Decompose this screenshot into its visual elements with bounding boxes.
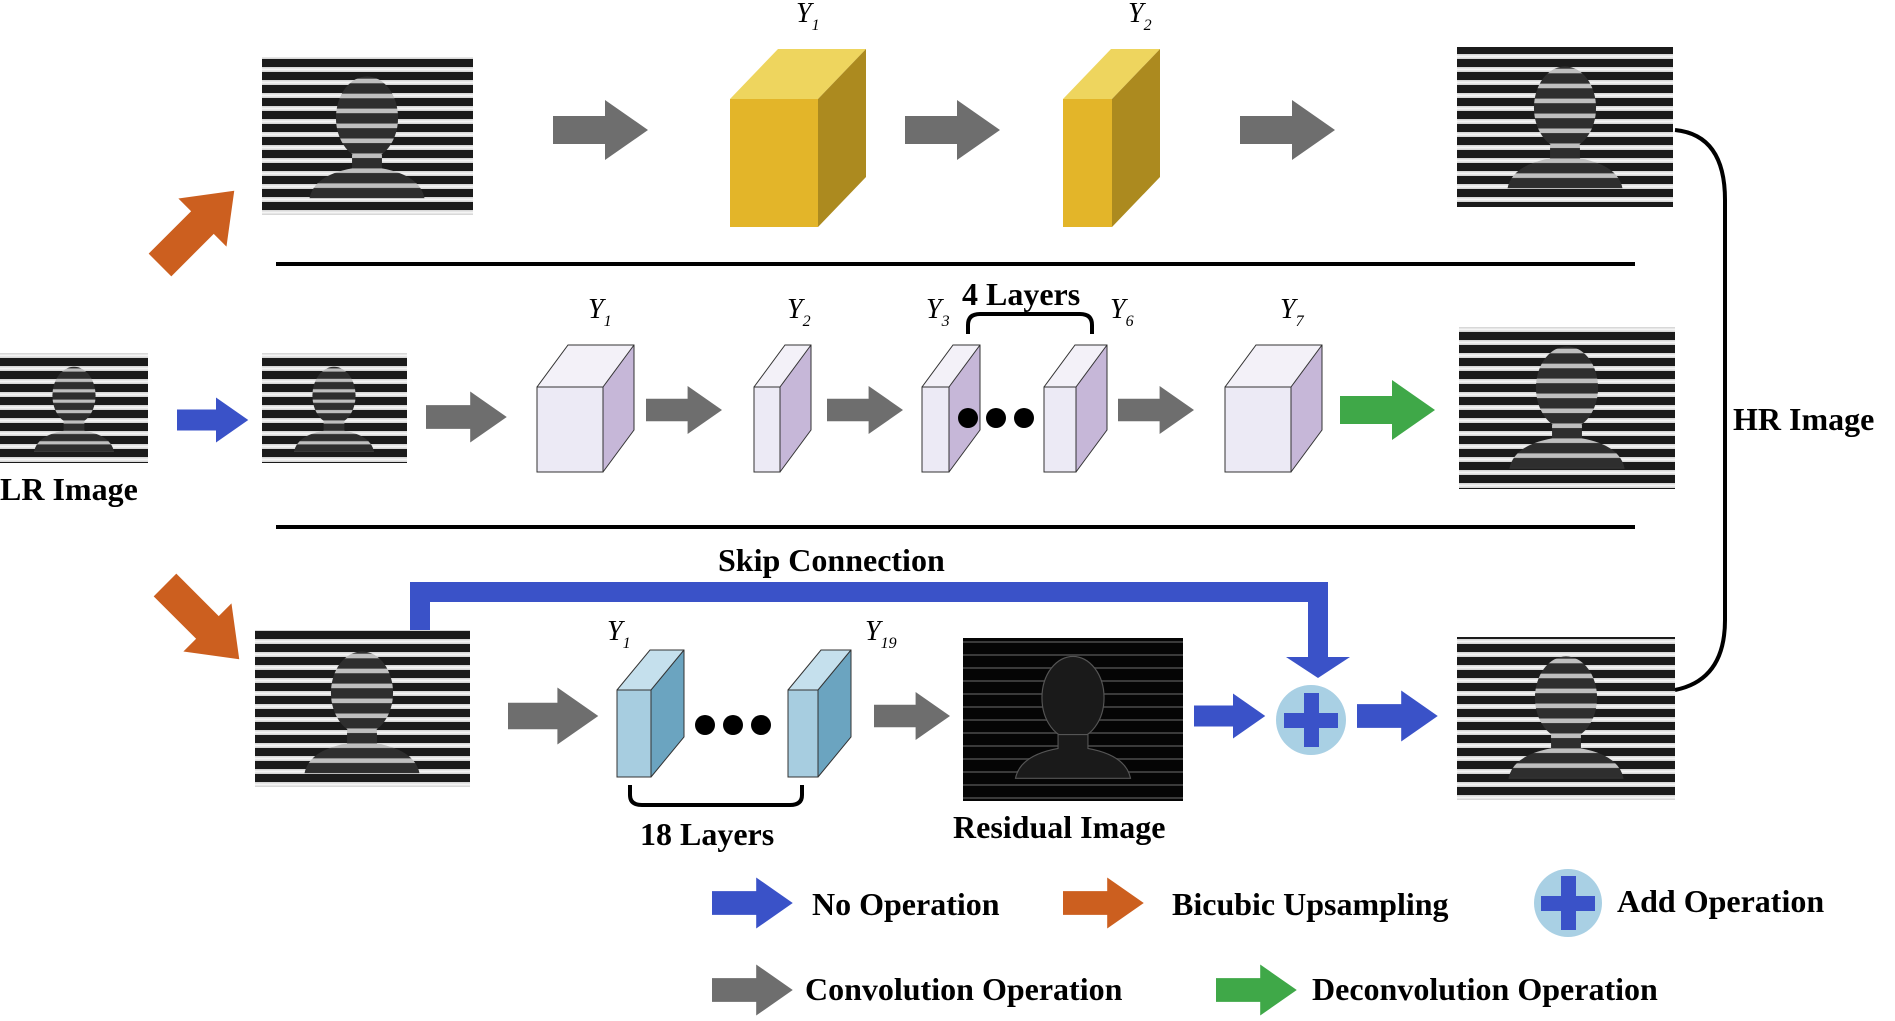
top-conv-arrow-2 [905,100,1000,160]
middle-conv-arrow-4 [1118,386,1194,434]
middle-conv-arrow-3 [827,386,903,434]
middle-no-op-arrow [177,397,249,443]
bottom-feature-block-1 [616,649,685,778]
legend-deconvolution-label: Deconvolution Operation [1312,971,1658,1007]
hr-image-label: HR Image [1733,401,1874,437]
middle-label-y3: Y3 [926,294,950,330]
top-conv-arrow-3 [1240,100,1335,160]
bottom-label-y19: Y19 [865,616,897,652]
middle-output-image [1459,327,1675,489]
bicubic-arrow-up [135,166,259,290]
legend-bicubic-arrow [1063,877,1144,929]
bottom-feature-block-2 [787,649,852,778]
middle-feature-block-4 [1043,344,1108,473]
legend-bicubic-label: Bicubic Upsampling [1172,886,1449,922]
legend-no-operation-label: No Operation [812,886,1000,922]
bicubic-arrow-down [140,560,264,684]
middle-feature-block-2 [753,344,812,473]
middle-conv-arrow-2 [646,386,722,434]
hr-image-connector [1674,128,1727,692]
middle-feature-block-5 [1224,344,1323,473]
eighteen-layers-bracket [628,785,804,807]
bottom-conv-arrow-2 [874,692,950,740]
top-feature-block-2 [1063,49,1160,227]
legend-no-operation-arrow [712,877,793,929]
deconvolution-arrow [1340,380,1435,440]
top-label-y2: Y2 [1128,0,1152,34]
skip-connection-line [410,582,1328,660]
legend: No Operation Bicubic Upsampling Add Oper… [712,869,1824,1016]
middle-feature-block-3 [921,344,981,473]
middle-label-y7: Y7 [1280,294,1305,330]
bottom-conv-arrow-1 [508,687,599,745]
middle-label-y2: Y2 [787,294,811,330]
bottom-ellipsis-dots [695,715,771,735]
legend-convolution-label: Convolution Operation [805,971,1123,1007]
bottom-output-image [1457,637,1675,800]
bottom-no-op-arrow-2 [1357,690,1438,742]
four-layers-bracket [966,312,1094,334]
legend-add-operation-label: Add Operation [1617,883,1824,919]
legend-deconvolution-arrow [1216,964,1297,1016]
middle-label-y1: Y1 [588,294,612,330]
middle-ellipsis-dots [958,408,1034,428]
bottom-no-op-arrow-1 [1194,693,1266,739]
middle-input-image [262,353,407,463]
legend-add-operation-icon [1534,869,1602,937]
middle-feature-block-1 [536,344,635,473]
top-conv-arrow-1 [553,100,648,160]
top-feature-block-1 [730,49,866,227]
residual-image-label: Residual Image [953,809,1165,845]
middle-label-y6: Y6 [1110,294,1134,330]
lr-image-label: LR Image [0,471,138,507]
eighteen-layers-label: 18 Layers [640,816,774,852]
skip-connection-label: Skip Connection [718,542,945,578]
bottom-label-y1: Y1 [607,616,631,652]
residual-image [963,638,1183,801]
add-operation-node [1276,685,1346,755]
middle-conv-arrow-1 [426,391,507,443]
top-input-image [262,57,473,215]
top-output-image [1457,47,1673,207]
lr-input-image [0,353,148,463]
legend-convolution-arrow [712,964,793,1016]
top-label-y1: Y1 [796,0,820,34]
skip-connection-arrowhead [1286,657,1350,678]
bottom-input-image [255,630,470,787]
four-layers-label: 4 Layers [962,276,1080,312]
